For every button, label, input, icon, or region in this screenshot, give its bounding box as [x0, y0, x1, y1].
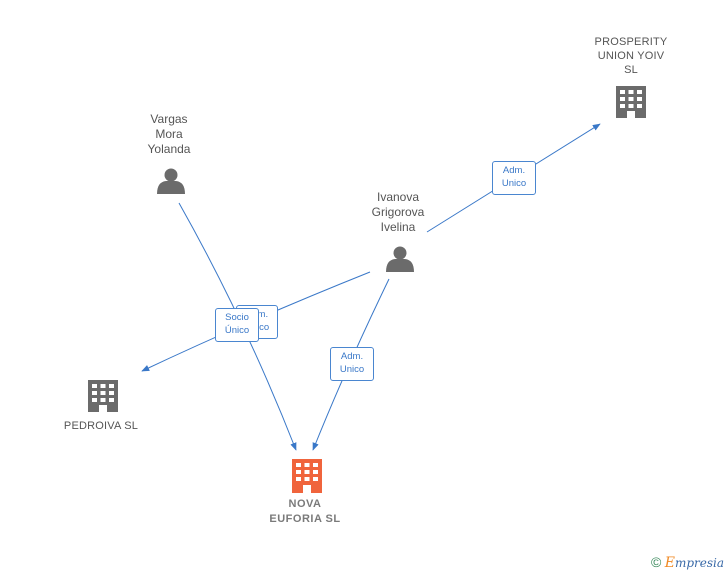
- node-label-vargas[interactable]: Vargas Mora Yolanda: [147, 112, 191, 156]
- building-focus-icon[interactable]: [292, 459, 322, 493]
- node-label-nova[interactable]: NOVA EUFORIA SL: [269, 498, 341, 525]
- brand-e-logo: E: [664, 555, 675, 571]
- person-icon[interactable]: [157, 168, 185, 195]
- brand-watermark: © Empresia: [651, 554, 724, 571]
- edge-label-ivanova-nova[interactable]: Adm. Unico: [330, 347, 374, 381]
- building-icon[interactable]: [88, 380, 118, 412]
- person-icon[interactable]: [386, 246, 414, 273]
- node-label-pedroiva[interactable]: PEDROIVA SL: [63, 420, 139, 432]
- node-label-prosperity[interactable]: PROSPERITY UNION YOIV SL: [594, 36, 668, 76]
- brand-name: mpresia: [674, 556, 724, 570]
- edge-label-vargas-nova[interactable]: Socio Único: [215, 308, 259, 342]
- edge-label-ivanova-prosperity[interactable]: Adm. Unico: [492, 161, 536, 195]
- node-label-ivanova[interactable]: Ivanova Grigorova Ivelina: [371, 190, 425, 234]
- copyright-symbol: ©: [651, 554, 662, 570]
- building-icon[interactable]: [616, 86, 646, 118]
